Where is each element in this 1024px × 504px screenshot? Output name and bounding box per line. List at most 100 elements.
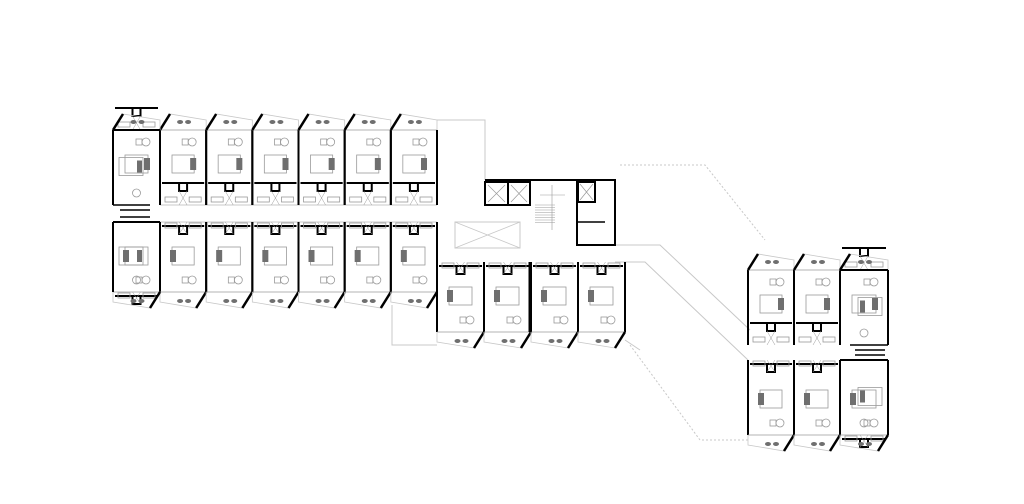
table xyxy=(187,137,197,147)
lounge-chair xyxy=(509,339,516,343)
shower xyxy=(409,221,419,235)
lounge-chair xyxy=(277,120,284,124)
table xyxy=(775,418,785,428)
balcony-railing xyxy=(472,331,486,349)
table xyxy=(233,137,243,147)
bathroom-wall xyxy=(486,265,529,275)
bathroom-wall xyxy=(750,322,792,332)
balcony-railing xyxy=(746,253,760,271)
bed-pillow xyxy=(328,158,335,170)
bathroom-wall xyxy=(580,265,623,275)
elevator-car xyxy=(487,184,506,203)
table xyxy=(512,315,522,325)
bed-pillow xyxy=(494,290,500,302)
guest-room xyxy=(389,221,439,309)
wardrobe xyxy=(822,360,836,367)
bed-pillow xyxy=(588,290,594,302)
balcony xyxy=(251,291,299,309)
bathroom-wall xyxy=(208,182,251,192)
lounge-chair xyxy=(811,260,817,264)
vanity xyxy=(582,262,596,269)
table xyxy=(187,275,197,285)
shower xyxy=(178,221,188,235)
lounge-chair xyxy=(407,120,414,124)
bathroom-wall xyxy=(392,182,435,192)
table xyxy=(132,275,141,285)
shower xyxy=(225,190,234,206)
guest-room xyxy=(483,261,533,349)
shower xyxy=(409,190,419,206)
wardrobe xyxy=(373,196,387,203)
chair xyxy=(459,316,467,324)
guest-room xyxy=(746,253,795,346)
vanity xyxy=(798,360,812,367)
chair xyxy=(274,138,281,146)
balcony-railing xyxy=(519,331,533,349)
light-well xyxy=(454,221,521,249)
shower xyxy=(766,359,776,373)
bathroom-wall xyxy=(346,225,389,235)
bed-pillow xyxy=(860,300,865,313)
lounge-chair xyxy=(866,442,872,447)
wardrobe xyxy=(776,336,790,343)
bed-pillow xyxy=(850,393,856,406)
lounge-chair xyxy=(858,442,864,447)
shower xyxy=(456,261,465,275)
lounge-chair xyxy=(415,299,422,303)
stair-arrow xyxy=(540,185,565,230)
lounge-chair xyxy=(223,120,230,124)
table xyxy=(372,275,382,285)
shower xyxy=(597,261,606,275)
corridor-edge xyxy=(615,244,751,331)
elevator-car xyxy=(579,183,594,201)
table xyxy=(132,188,141,198)
bathroom-wall xyxy=(346,182,389,192)
chair xyxy=(227,276,235,284)
guest-room xyxy=(389,113,438,206)
bathroom-wall xyxy=(533,265,576,275)
bathroom-wall xyxy=(439,265,482,275)
circulation-core xyxy=(454,179,616,249)
vanity xyxy=(117,121,131,128)
site-outlines xyxy=(160,119,766,441)
balcony xyxy=(747,434,795,452)
guest-room xyxy=(205,113,254,206)
chair xyxy=(274,276,281,284)
wardrobe xyxy=(234,222,248,229)
shower xyxy=(503,261,512,275)
bathroom-wall xyxy=(162,182,205,192)
bed xyxy=(857,297,883,316)
chair xyxy=(181,276,189,284)
bathroom-wall xyxy=(162,225,205,235)
chair xyxy=(769,419,777,427)
lounge-chair xyxy=(811,442,817,446)
wardrobe xyxy=(188,222,202,229)
shower xyxy=(550,261,559,275)
lounge-chair xyxy=(603,339,610,343)
table xyxy=(233,275,243,285)
lounge-chair xyxy=(277,299,284,303)
wardrobe xyxy=(281,196,294,203)
bed-pillow xyxy=(374,158,381,170)
shower xyxy=(766,330,776,346)
bed-pillow xyxy=(282,158,289,170)
table xyxy=(418,275,428,285)
bed-pillow xyxy=(758,393,764,405)
guest-room xyxy=(159,221,208,309)
lounge-chair xyxy=(269,299,276,303)
wardrobe xyxy=(822,336,836,343)
vanity xyxy=(256,196,270,203)
balcony-railing xyxy=(287,291,300,309)
light-well-cross xyxy=(454,221,521,249)
shower xyxy=(363,190,372,206)
table xyxy=(859,418,869,428)
vanity xyxy=(164,222,178,229)
end-guest-room xyxy=(840,269,889,345)
wardrobe xyxy=(466,262,480,269)
chair xyxy=(769,278,777,286)
chair xyxy=(863,278,871,286)
guest-room-units xyxy=(111,107,890,452)
bed xyxy=(118,246,144,266)
shower xyxy=(317,190,326,206)
balcony-railing xyxy=(389,113,402,131)
